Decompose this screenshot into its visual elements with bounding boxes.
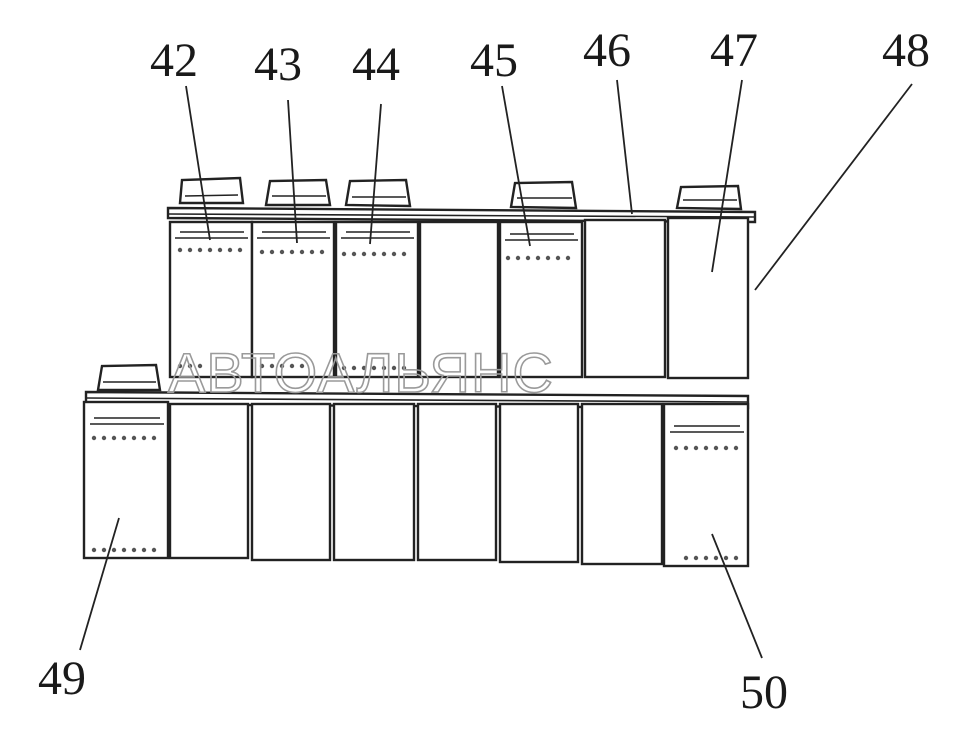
leader-49: [79, 517, 120, 651]
callout-47: 47: [710, 24, 758, 77]
relay-44: [334, 220, 420, 379]
callout-43: 43: [254, 38, 302, 91]
relay-50: [662, 402, 750, 568]
empty-slot-5: [498, 402, 580, 564]
empty-slot-1: [168, 402, 250, 560]
callout-45: 45: [470, 34, 518, 87]
leader-45: [501, 85, 531, 247]
empty-slot-3: [332, 402, 416, 562]
leader-50: [711, 533, 763, 659]
callout-46: 46: [583, 24, 631, 77]
leader-48: [754, 83, 913, 291]
callout-44: 44: [352, 38, 400, 91]
block-46: [583, 218, 667, 379]
relay-43: [250, 220, 336, 379]
upper-row: [166, 176, 757, 380]
block-47: [666, 216, 750, 380]
relay-45: [498, 220, 584, 379]
callout-labels: 42 43 44 45 46 47 48 49 50: [38, 24, 930, 719]
leader-lines: [79, 79, 913, 659]
leader-44: [369, 103, 382, 245]
empty-slot-2: [250, 402, 332, 562]
watermark-text: АВТОАЛЬЯНС: [168, 341, 554, 404]
empty-slot-6: [580, 402, 664, 566]
leader-46: [616, 79, 633, 215]
upper-bottom-dots: [177, 363, 305, 369]
relay-49: [82, 400, 170, 560]
top-connectors: [178, 176, 743, 211]
callout-50: 50: [740, 666, 788, 719]
callout-48: 48: [882, 24, 930, 77]
leader-42: [185, 85, 211, 241]
callout-42: 42: [150, 34, 198, 87]
relay-42: [168, 220, 254, 379]
empty-slot-4: [416, 402, 498, 562]
callout-49: 49: [38, 652, 86, 705]
leader-47: [711, 79, 743, 273]
connector-49: [96, 363, 162, 392]
leader-43: [287, 99, 298, 244]
empty-slot-upper: [418, 220, 500, 379]
lower-row: [82, 400, 750, 568]
